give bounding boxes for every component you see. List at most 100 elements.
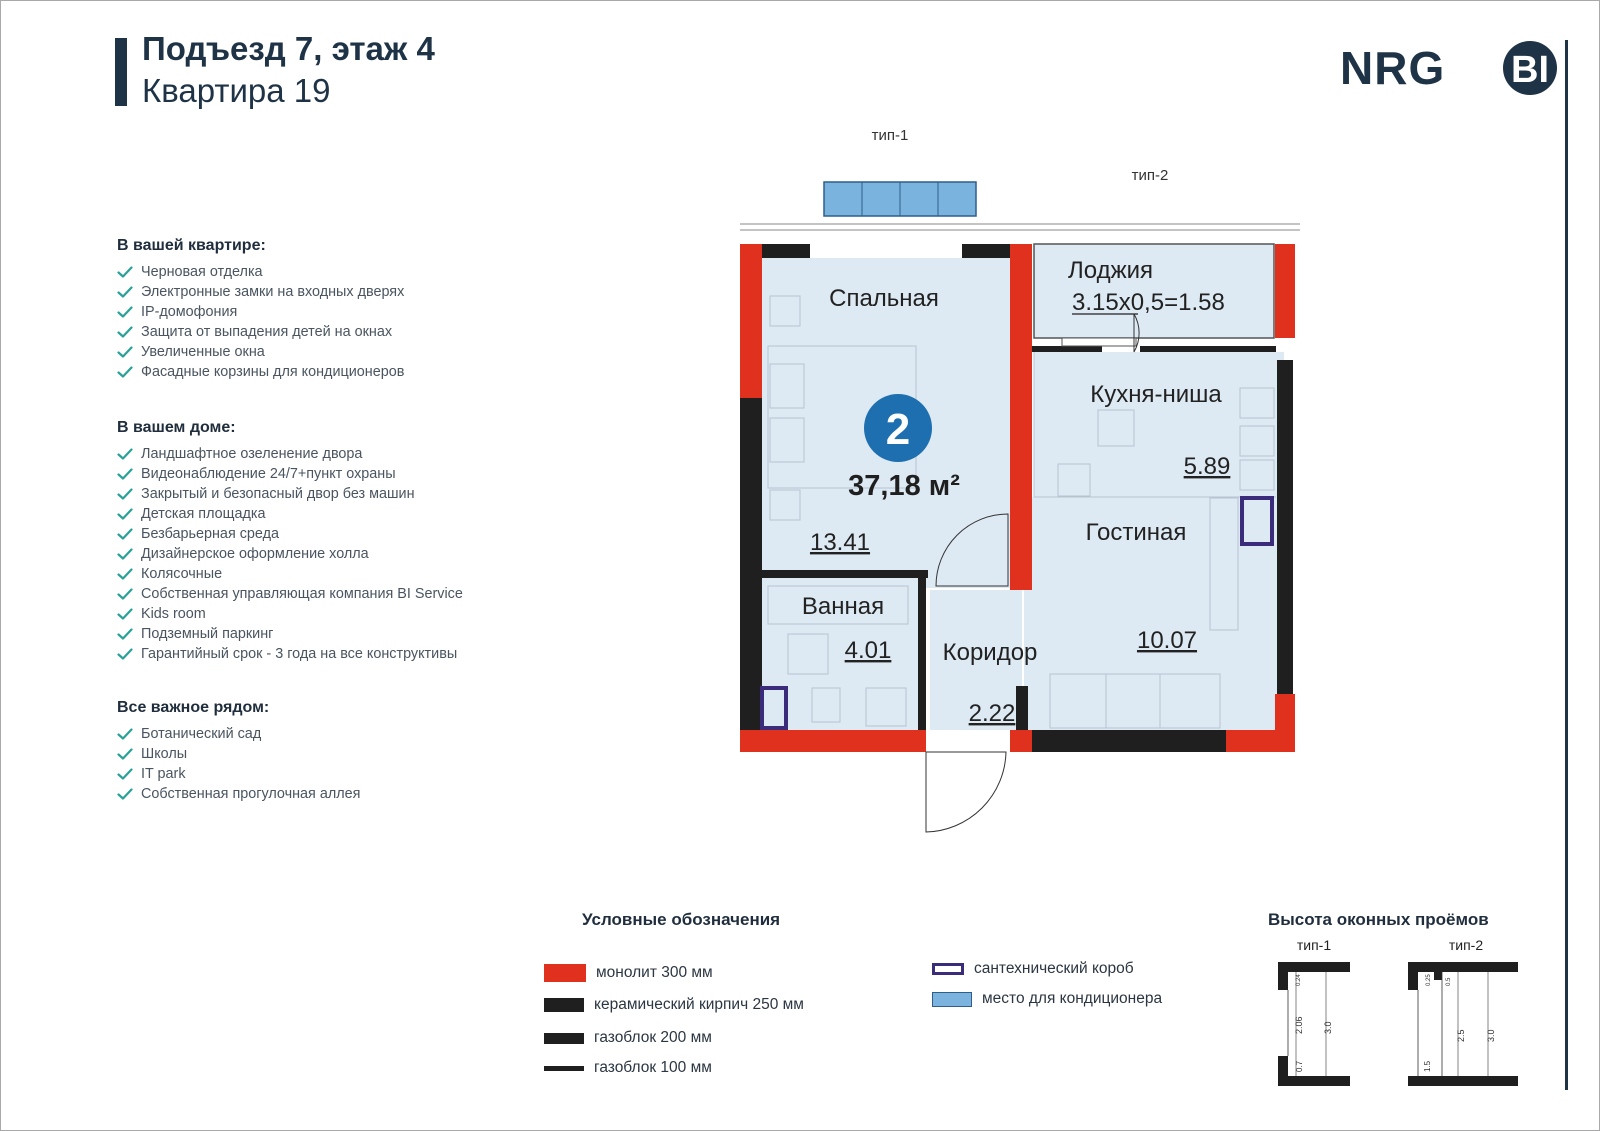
feature-item-label: Закрытый и безопасный двор без машин [141, 486, 415, 502]
check-icon [117, 488, 133, 500]
type1-dim-window: 2.06 [1294, 1016, 1304, 1034]
feature-item: Детская площадка [117, 504, 463, 524]
legend-aircon-label: место для кондиционера [982, 990, 1163, 1007]
legend-aircon-swatch [932, 991, 972, 1007]
right-divider [1565, 40, 1568, 1090]
feature-item-label: Электронные замки на входных дверях [141, 284, 405, 300]
nearby-features-title: Все важное рядом: [117, 699, 270, 716]
nrg-bi-logo: NRG BI [1340, 41, 1557, 95]
check-icon [117, 548, 133, 560]
legend-plumbing-swatch [932, 963, 964, 975]
legend-gasblock-200: газоблок 200 мм [544, 1029, 712, 1047]
feature-item-label: Защита от выпадения детей на окнах [141, 324, 393, 340]
feature-item: Защита от выпадения детей на окнах [117, 322, 404, 342]
feature-item-label: Школы [141, 746, 188, 762]
entrance-floor-title: Подъезд 7, этаж 4 [142, 30, 435, 67]
living-name: Гостиная [1086, 519, 1187, 546]
check-icon [117, 788, 133, 800]
feature-item: Ботанический сад [117, 724, 360, 744]
feature-item: Колясочные [117, 564, 463, 584]
check-icon [117, 528, 133, 540]
feature-item-label: Ботанический сад [141, 726, 262, 742]
feature-item: Безбарьерная среда [117, 524, 463, 544]
feature-item: IP-домофония [117, 302, 404, 322]
kitchen-fill [1034, 352, 1284, 497]
check-icon [117, 366, 133, 378]
legend-brick: керамический кирпич 250 мм [544, 996, 804, 1014]
window-type2-height-label: тип-2 [1449, 938, 1483, 953]
living-area: 10.07 [1137, 627, 1197, 654]
legend-brick-swatch [544, 998, 584, 1012]
check-icon [117, 728, 133, 740]
loggia-area: 3.15х0,5=1.58 [1072, 289, 1225, 316]
feature-item: Подземный паркинг [117, 624, 463, 644]
window-heights-diagram: тип-1 0.24 2.06 0.7 3.0 тип-2 0.25 0.5 1… [1278, 938, 1518, 1086]
check-icon [117, 346, 133, 358]
type2-dim-half: 0.5 [1446, 977, 1452, 986]
type1-dim-sill: 0.7 [1295, 1060, 1304, 1072]
feature-item-label: Собственная прогулочная аллея [141, 786, 361, 802]
logo-text-bi: BI [1511, 49, 1549, 91]
feature-item-label: Увеличенные окна [141, 344, 265, 360]
feature-item-label: IP-домофония [141, 304, 238, 320]
feature-item: Увеличенные окна [117, 342, 404, 362]
check-icon [117, 508, 133, 520]
rooms-count-badge [864, 394, 932, 462]
feature-item: Ландшафтное озеленение двора [117, 444, 463, 464]
kitchen-area: 5.89 [1184, 453, 1231, 480]
bedroom-area: 13.41 [810, 529, 870, 556]
kitchen-name: Кухня-ниша [1090, 381, 1222, 408]
feature-item-label: Ландшафтное озеленение двора [141, 446, 363, 462]
check-icon [117, 768, 133, 780]
feature-item: Черновая отделка [117, 262, 404, 282]
feature-item: Видеонаблюдение 24/7+пункт охраны [117, 464, 463, 484]
feature-item-label: Фасадные корзины для кондиционеров [141, 364, 405, 380]
legend-aircon: место для кондиционера [932, 990, 1162, 1008]
loggia-fill [1034, 244, 1274, 338]
brick-walls [740, 244, 1293, 752]
feature-item: Закрытый и безопасный двор без машин [117, 484, 463, 504]
legend-plumbing: сантехнический короб [932, 960, 1134, 978]
legend-brick-label: керамический кирпич 250 мм [594, 996, 804, 1013]
check-icon [117, 608, 133, 620]
feature-item: Фасадные корзины для кондиционеров [117, 362, 404, 382]
feature-item: Гарантийный срок - 3 года на все констру… [117, 644, 463, 664]
feature-item-label: Черновая отделка [141, 264, 263, 280]
aircon-basket [823, 181, 977, 217]
corridor-area: 2.22 [969, 700, 1016, 727]
bath-area: 4.01 [845, 637, 892, 664]
check-icon [117, 448, 133, 460]
apartment-number-title: Квартира 19 [142, 72, 331, 109]
monolith-walls [740, 244, 1295, 752]
check-icon [117, 266, 133, 278]
legend-monolith-swatch [544, 964, 586, 982]
apartment-features-title: В вашей квартире: [117, 237, 266, 254]
window-type1-label: тип-1 [872, 127, 909, 144]
window-heights-title: Высота оконных проёмов [1268, 910, 1489, 929]
feature-item-label: Kids room [141, 606, 206, 622]
legend-title: Условные обозначения [582, 910, 781, 929]
loggia-name: Лоджия [1068, 257, 1153, 284]
feature-item: Школы [117, 744, 360, 764]
feature-item: Дизайнерское оформление холла [117, 544, 463, 564]
feature-item-label: IT park [141, 766, 186, 782]
check-icon [117, 748, 133, 760]
legend-plumbing-label: сантехнический короб [974, 960, 1134, 977]
feature-item-label: Собственная управляющая компания BI Serv… [141, 586, 463, 602]
feature-item: Kids room [117, 604, 463, 624]
feature-item-label: Дизайнерское оформление холла [141, 546, 369, 562]
partition-walls [760, 346, 1276, 730]
loggia-outline [1033, 243, 1275, 339]
type1-dim-top: 0.24 [1296, 974, 1302, 986]
check-icon [117, 588, 133, 600]
house-features: В вашем доме: Ландшафтное озеленение дво… [117, 419, 463, 664]
plumbing-boxes [760, 496, 1274, 730]
corridor-fill [930, 590, 1022, 730]
feature-item-label: Видеонаблюдение 24/7+пункт охраны [141, 466, 396, 482]
total-area: 37,18 м² [848, 470, 960, 502]
type2-dim-door: 2.5 [1456, 1029, 1466, 1042]
check-icon [117, 648, 133, 660]
feature-item-label: Детская площадка [141, 506, 266, 522]
door-swings [925, 313, 1140, 833]
